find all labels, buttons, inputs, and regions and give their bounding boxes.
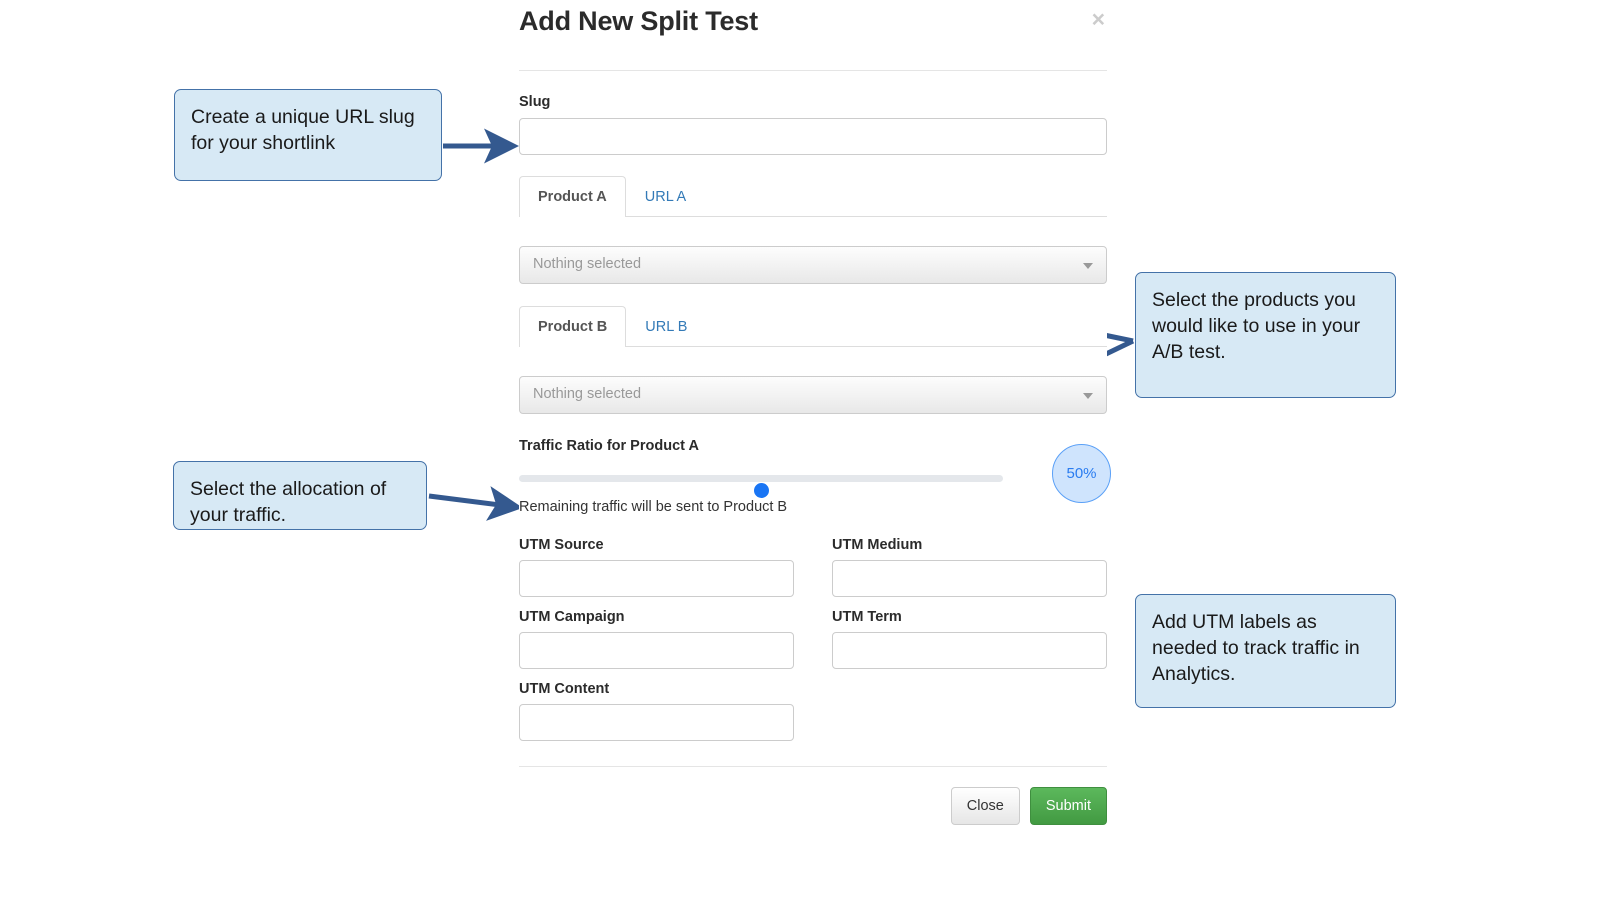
utm-campaign-label: UTM Campaign: [519, 609, 625, 625]
traffic-help-text: Remaining traffic will be sent to Produc…: [519, 499, 788, 515]
utm-term-input[interactable]: [832, 632, 1107, 669]
tab-url-a[interactable]: URL A: [644, 189, 687, 205]
utm-term-label: UTM Term: [832, 609, 902, 625]
submit-button[interactable]: Submit: [1029, 787, 1107, 825]
utm-medium-label: UTM Medium: [832, 537, 923, 553]
traffic-percent-badge: 50%: [1052, 444, 1111, 503]
header-divider: [519, 70, 1107, 71]
utm-campaign-input[interactable]: [519, 632, 794, 669]
callout-slug-text: Create a unique URL slug for your shortl…: [191, 106, 415, 154]
product-b-select[interactable]: Nothing selected: [519, 376, 1107, 414]
chevron-down-icon: [1083, 263, 1093, 269]
close-icon[interactable]: ×: [1091, 6, 1105, 32]
close-button[interactable]: Close: [950, 787, 1020, 825]
callout-products: Select the products you would like to us…: [1135, 272, 1396, 398]
callout-slug: Create a unique URL slug for your shortl…: [174, 89, 442, 181]
tab-product-b[interactable]: Product B: [519, 306, 627, 347]
slug-label: Slug: [519, 94, 551, 110]
add-split-test-modal: Add New Split Test × Slug Product A URL …: [519, 0, 1111, 900]
traffic-slider[interactable]: [519, 475, 1003, 498]
arrow-to-traffic-slider: [428, 486, 523, 521]
modal-header: Add New Split Test ×: [519, 0, 1107, 70]
product-a-tabs: Product A URL A: [519, 175, 1107, 217]
traffic-slider-handle[interactable]: [754, 483, 769, 498]
utm-source-input[interactable]: [519, 560, 794, 597]
traffic-ratio-group: Traffic Ratio for Product A 50% Remainin…: [519, 438, 1111, 515]
slug-group: Slug: [519, 94, 1107, 155]
chevron-down-icon: [1083, 393, 1093, 399]
utm-section: UTM Source UTM Campaign UTM Content UTM …: [519, 537, 1107, 741]
product-a-select[interactable]: Nothing selected: [519, 246, 1107, 284]
tab-url-b[interactable]: URL B: [645, 319, 688, 335]
product-b-select-value: Nothing selected: [533, 386, 642, 402]
utm-content-input[interactable]: [519, 704, 794, 741]
tab-product-a[interactable]: Product A: [519, 176, 626, 217]
callout-products-text: Select the products you would like to us…: [1152, 289, 1361, 363]
modal-footer: Close Submit: [519, 787, 1107, 825]
slug-input[interactable]: [519, 118, 1107, 155]
callout-traffic: Select the allocation of your traffic.: [173, 461, 427, 530]
callout-traffic-text: Select the allocation of your traffic.: [190, 478, 387, 526]
product-b-tabs: Product B URL B: [519, 305, 1107, 347]
utm-left-column: UTM Source UTM Campaign UTM Content: [519, 537, 794, 741]
traffic-ratio-label: Traffic Ratio for Product A: [519, 438, 699, 454]
product-a-select-value: Nothing selected: [533, 256, 642, 272]
utm-content-label: UTM Content: [519, 681, 610, 697]
utm-source-label: UTM Source: [519, 537, 604, 553]
callout-utm-text: Add UTM labels as needed to track traffi…: [1152, 611, 1360, 685]
footer-divider: [519, 766, 1107, 767]
traffic-slider-row: 50%: [519, 444, 1111, 503]
utm-medium-input[interactable]: [832, 560, 1107, 597]
utm-right-column: UTM Medium UTM Term: [832, 537, 1107, 741]
page-title: Add New Split Test: [519, 6, 758, 36]
callout-utm: Add UTM labels as needed to track traffi…: [1135, 594, 1396, 708]
